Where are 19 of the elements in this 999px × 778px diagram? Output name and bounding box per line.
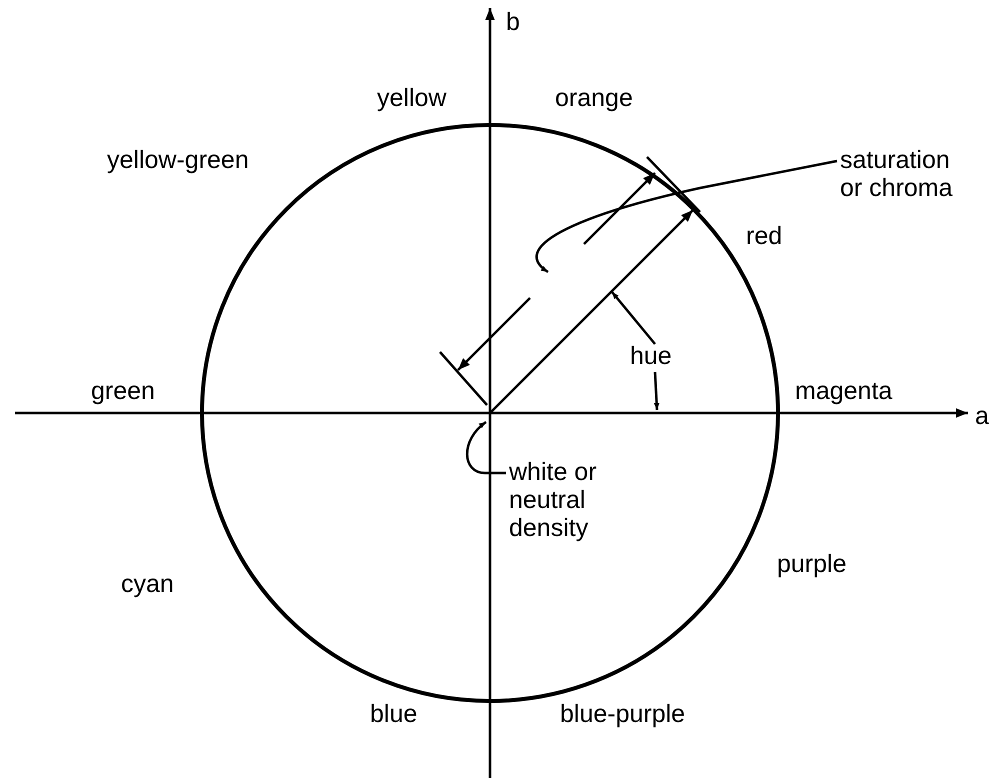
leader-arrow xyxy=(611,291,656,345)
color-name: blue-purple xyxy=(560,700,686,728)
color-name: magenta xyxy=(795,377,892,405)
color-name: yellow xyxy=(377,84,446,112)
callout-text: saturation or chroma xyxy=(840,146,970,202)
leader-arrow xyxy=(466,421,506,474)
color-name: blue xyxy=(370,700,418,728)
leader-arrow xyxy=(654,372,660,410)
color-name: orange xyxy=(555,84,633,112)
callout-text: hue xyxy=(630,342,680,370)
color-name: yellow-green xyxy=(107,146,249,174)
color-name: cyan xyxy=(121,570,174,598)
callout-text: white or neutral density xyxy=(509,458,659,542)
axis-label: b xyxy=(506,8,520,36)
axis-label: a xyxy=(975,402,989,430)
color-name: red xyxy=(746,222,782,250)
color-name: purple xyxy=(777,550,846,578)
leader-arrow xyxy=(536,160,838,273)
color-name: green xyxy=(91,377,155,405)
